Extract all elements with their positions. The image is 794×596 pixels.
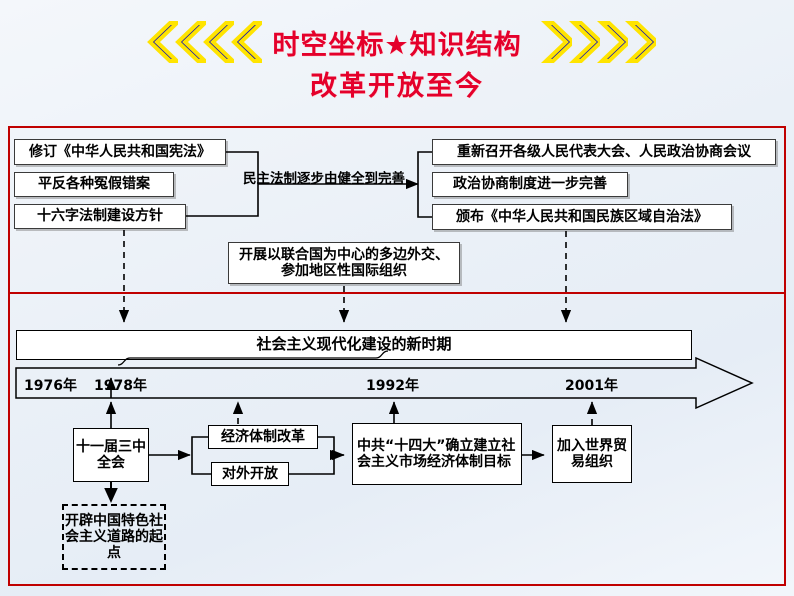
content-frame-divider <box>8 292 786 294</box>
content-frame <box>8 126 786 586</box>
chevron-right-icon <box>594 20 628 64</box>
economy-box-wto: 加入世界贸易组织 <box>552 425 632 483</box>
economy-box-system-reform: 经济体制改革 <box>208 425 318 449</box>
chevron-left-icon <box>228 20 263 64</box>
timeline-year-1976: 1976年 <box>24 378 77 394</box>
economy-box-opening-up: 对外开放 <box>211 462 289 486</box>
law-box-sixteen-char-policy: 十六字法制建设方针 <box>14 204 186 229</box>
chevron-left-icon <box>172 20 207 64</box>
economy-note-box-label: 开辟中国特色社会主义道路的起点 <box>65 512 163 562</box>
diplomacy-box-label: 开展以联合国为中心的多边外交、参加地区性国际组织 <box>239 246 449 279</box>
title-row: 时空坐标★知识结构 <box>0 16 794 68</box>
chevron-right-group <box>538 20 656 64</box>
chevron-left-icon <box>144 20 179 64</box>
timeline-year-2001: 2001年 <box>565 378 618 394</box>
politics-box-autonomy-law: 颁布《中华人民共和国民族区域自治法》 <box>432 204 732 230</box>
economy-box-14th-congress: 中共“十四大”确立建立社会主义市场经济体制目标 <box>352 423 522 485</box>
politics-box-congress: 重新召开各级人民代表大会、人民政治协商会议 <box>432 139 776 165</box>
page-title: 时空坐标★知识结构 <box>272 29 522 61</box>
diplomacy-box: 开展以联合国为中心的多边外交、参加地区性国际组织 <box>228 242 460 284</box>
politics-box-consultation: 政治协商制度进一步完善 <box>432 172 628 197</box>
economy-note-box: 开辟中国特色社会主义道路的起点 <box>62 504 166 570</box>
economy-box-14th-congress-label: 中共“十四大”确立建立社会主义市场经济体制目标 <box>357 437 516 470</box>
timeline-year-1978: 1978年 <box>94 378 147 394</box>
law-box-rehabilitation: 平反各种冤假错案 <box>14 172 174 197</box>
chevron-right-icon <box>538 20 572 64</box>
title-band: 时空坐标★知识结构 改革开放至今 <box>0 8 794 108</box>
politics-connector-label: 民主法制逐步由健全到完善 <box>243 171 405 187</box>
chevron-right-icon <box>622 20 656 64</box>
law-box-constitution: 修订《中华人民共和国宪法》 <box>14 139 226 165</box>
economy-box-third-plenum-label: 十一届三中全会 <box>76 438 146 471</box>
timeline-era-box: 社会主义现代化建设的新时期 <box>16 330 692 360</box>
economy-box-third-plenum: 十一届三中全会 <box>73 428 149 482</box>
chevron-right-icon <box>566 20 600 64</box>
timeline-year-1992: 1992年 <box>366 378 419 394</box>
chevron-left-icon <box>200 20 235 64</box>
chevron-left-group <box>144 20 263 64</box>
economy-box-wto-label: 加入世界贸易组织 <box>557 437 627 470</box>
page-subtitle: 改革开放至今 <box>310 71 484 102</box>
